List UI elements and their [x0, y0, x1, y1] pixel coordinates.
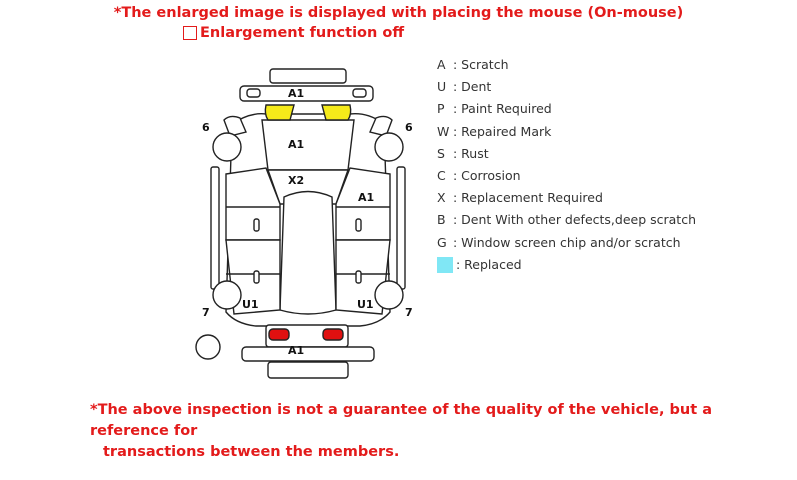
right-headlight: [321, 104, 352, 121]
legend-text: : Rust: [453, 145, 489, 161]
mark-right-front: 6: [405, 121, 413, 134]
legend-code: P: [437, 101, 445, 117]
legend-code: W: [437, 123, 450, 139]
legend-code: C: [437, 168, 446, 184]
vehicle-inspection-diagram: A1 A1 X2 A1 A1 6 6 7 7 U1 U1: [190, 62, 430, 387]
legend-text: : Dent: [453, 79, 492, 95]
left-mirror: [223, 115, 247, 137]
legend-code: S: [437, 145, 445, 161]
mark-right-side: A1: [358, 191, 374, 204]
left-front-wheel: [212, 132, 242, 162]
car-diagram-svg: A1 A1 X2 A1 A1 6 6 7 7 U1 U1: [195, 68, 413, 379]
rear-bumper-lower: [267, 361, 349, 379]
right-side-skirt: [396, 166, 406, 290]
mark-front-bumper: A1: [288, 87, 304, 100]
mark-rear-bumper: A1: [288, 344, 304, 357]
enlargement-toggle[interactable]: Enlargement function off: [183, 25, 404, 41]
legend-text: : Corrosion: [453, 168, 521, 184]
legend-row-replaced: : Replaced: [437, 254, 696, 276]
enlargement-toggle-label[interactable]: Enlargement function off: [200, 25, 405, 41]
legend-row: A : Scratch: [437, 54, 696, 76]
legend-row: X : Replacement Required: [437, 187, 696, 209]
legend-text: : Window screen chip and/or scratch: [453, 234, 681, 250]
left-taillight: [268, 328, 290, 341]
legend-code: X: [437, 190, 446, 206]
right-front-wheel: [374, 132, 404, 162]
legend-row: C : Corrosion: [437, 165, 696, 187]
rear-bumper: [241, 346, 375, 362]
disclaimer-line-1: *The above inspection is not a guarantee…: [90, 402, 713, 439]
left-headlight: [264, 104, 295, 121]
legend-text: : Paint Required: [453, 101, 552, 117]
legend-text-replaced: : Replaced: [456, 256, 522, 272]
legend-code: U: [437, 79, 447, 95]
mark-right-rear-dent: U1: [357, 298, 374, 311]
legend-code: G: [437, 234, 447, 250]
legend-row: G : Window screen chip and/or scratch: [437, 232, 696, 254]
legend-code: A: [437, 57, 446, 73]
legend-row: B : Dent With other defects,deep scratch: [437, 209, 696, 231]
legend-row: U : Dent: [437, 76, 696, 98]
on-mouse-notice: *The enlarged image is displayed with pl…: [113, 5, 684, 21]
damage-legend: A: Scratch U: Dent P: Paint Required W: …: [437, 54, 696, 276]
enlargement-checkbox[interactable]: [183, 26, 197, 40]
right-front-fender: [335, 167, 391, 241]
legend-text: : Repaired Mark: [453, 123, 552, 139]
legend-row: S : Rust: [437, 143, 696, 165]
front-bumper: [239, 85, 374, 102]
legend-code: B: [437, 212, 446, 228]
right-rear-wheel: [374, 280, 404, 310]
right-taillight: [322, 328, 344, 341]
legend-row: P : Paint Required: [437, 98, 696, 120]
disclaimer-notice: *The above inspection is not a guarantee…: [90, 400, 780, 463]
roof-panel: [279, 190, 337, 315]
legend-row: W: Repaired Mark: [437, 121, 696, 143]
hood-panel: [261, 119, 355, 171]
disclaimer-line-2: transactions between the members.: [103, 444, 400, 460]
mark-hood: A1: [288, 138, 304, 151]
right-mirror: [369, 115, 393, 137]
mark-left-rear-dent: U1: [242, 298, 259, 311]
mark-left-front: 6: [202, 121, 210, 134]
front-bumper-outer: [269, 68, 347, 84]
legend-text: : Replacement Required: [453, 190, 603, 206]
spare-tire: [195, 334, 221, 360]
legend-text: : Scratch: [453, 57, 509, 73]
mark-windshield: X2: [288, 174, 304, 187]
replaced-swatch: [437, 256, 453, 273]
left-front-fender: [225, 167, 281, 241]
left-rear-wheel: [212, 280, 242, 310]
legend-text: : Dent With other defects,deep scratch: [453, 212, 697, 228]
mark-left-rear: 7: [202, 306, 210, 319]
mark-right-rear: 7: [405, 306, 413, 319]
left-side-skirt: [210, 166, 220, 290]
